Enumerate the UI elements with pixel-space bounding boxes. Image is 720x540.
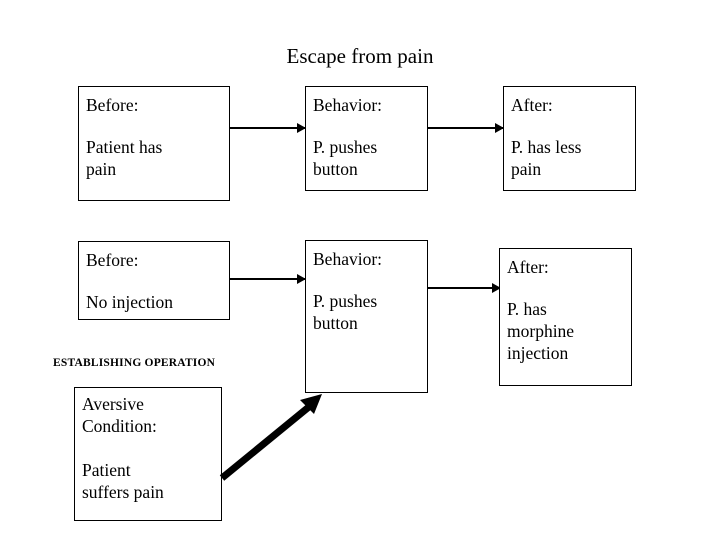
page-title: Escape from pain bbox=[286, 44, 434, 68]
before-box-row2[interactable] bbox=[78, 241, 230, 320]
before-box-row2-heading: Before: bbox=[86, 250, 139, 270]
arrow-before-to-behavior-row2 bbox=[230, 274, 306, 284]
establishing-operation-label: ESTABLISHING OPERATION bbox=[53, 357, 216, 369]
after-box-row1-body: P. has less pain bbox=[511, 137, 582, 179]
arrow-behavior-to-after-row2 bbox=[428, 283, 501, 293]
aversive-condition-heading: Aversive Condition: bbox=[82, 394, 157, 436]
arrow-behavior-to-after-row1 bbox=[428, 123, 504, 133]
behavior-box-row1[interactable] bbox=[305, 86, 428, 191]
after-box-row2[interactable] bbox=[499, 248, 632, 386]
arrow-eo-to-behavior-row2 bbox=[219, 394, 322, 481]
before-box-row1-heading: Before: bbox=[86, 95, 139, 115]
before-box-row1[interactable] bbox=[78, 86, 230, 201]
after-box-row2-heading: After: bbox=[507, 257, 549, 277]
behavior-box-row1-body: P. pushes button bbox=[313, 137, 378, 179]
behavior-box-row2-heading: Behavior: bbox=[313, 249, 383, 269]
aversive-condition-body: Patient suffers pain bbox=[82, 460, 164, 502]
after-box-row1-heading: After: bbox=[511, 95, 553, 115]
after-box-row1[interactable] bbox=[503, 86, 636, 191]
after-box-row2-body: P. has morphine injection bbox=[507, 299, 575, 363]
aversive-condition-box[interactable] bbox=[74, 387, 222, 521]
arrow-before-to-behavior-row1 bbox=[230, 123, 306, 133]
behavior-box-row2[interactable] bbox=[305, 240, 428, 393]
before-box-row2-body: No injection bbox=[86, 292, 173, 312]
before-box-row1-body: Patient has pain bbox=[86, 137, 163, 179]
behavior-box-row2-body: P. pushes button bbox=[313, 291, 378, 333]
behavior-box-row1-heading: Behavior: bbox=[313, 95, 383, 115]
